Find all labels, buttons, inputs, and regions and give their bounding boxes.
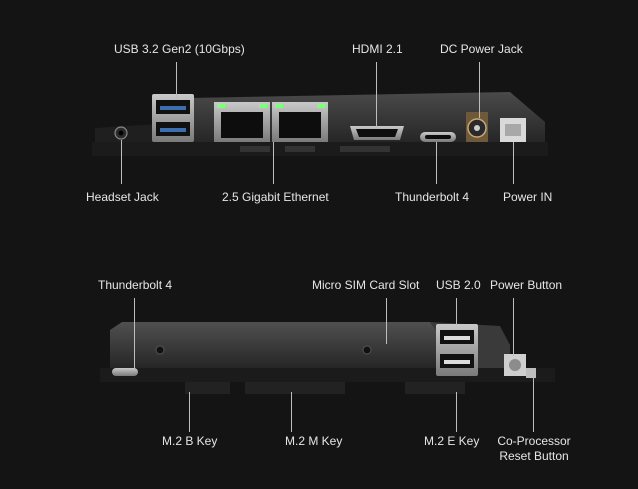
power-button-part (504, 354, 526, 376)
leader-thunderbolt-top (436, 142, 437, 184)
label-m2-m-key: M.2 M Key (285, 434, 342, 448)
leader-m2e (456, 392, 457, 432)
label-coprocessor-line2: Reset Button (499, 449, 568, 463)
leader-m2b (189, 392, 190, 432)
label-thunderbolt-bottom: Thunderbolt 4 (98, 278, 172, 292)
headset-jack-port (115, 127, 127, 139)
label-power-in: Power IN (503, 190, 552, 204)
power-in-connector (500, 118, 526, 142)
leader-coprocessor (533, 378, 534, 432)
label-hdmi: HDMI 2.1 (352, 42, 403, 56)
label-power-button: Power Button (490, 278, 562, 292)
coprocessor-reset-part (526, 368, 536, 378)
leader-power-in (513, 142, 514, 184)
hdmi-port (350, 126, 404, 140)
label-headset-jack: Headset Jack (86, 190, 159, 204)
usb20-ports (436, 324, 478, 376)
label-dc-power-jack: DC Power Jack (440, 42, 523, 56)
label-ethernet: 2.5 Gigabit Ethernet (222, 190, 329, 204)
leader-m2m (291, 392, 292, 432)
label-usb32: USB 3.2 Gen2 (10Gbps) (114, 42, 245, 56)
usb32-ports (152, 94, 194, 142)
leader-usb32 (176, 62, 177, 98)
thunderbolt-port-top (420, 132, 456, 142)
leader-thunderbolt-bottom (134, 298, 135, 370)
leader-ethernet (273, 142, 274, 184)
label-coprocessor-line1: Co-Processor (497, 434, 570, 448)
label-thunderbolt-top: Thunderbolt 4 (395, 190, 469, 204)
label-m2-b-key: M.2 B Key (162, 434, 217, 448)
label-usb20: USB 2.0 (436, 278, 481, 292)
leader-usb20 (456, 298, 457, 326)
leader-hdmi (376, 62, 377, 128)
label-micro-sim: Micro SIM Card Slot (312, 278, 419, 292)
label-m2-e-key: M.2 E Key (424, 434, 479, 448)
leader-dc-jack (479, 62, 480, 118)
leader-headset (121, 140, 122, 184)
dc-power-jack-port (466, 112, 488, 142)
leader-sim (386, 298, 387, 344)
leader-power-button (513, 298, 514, 356)
